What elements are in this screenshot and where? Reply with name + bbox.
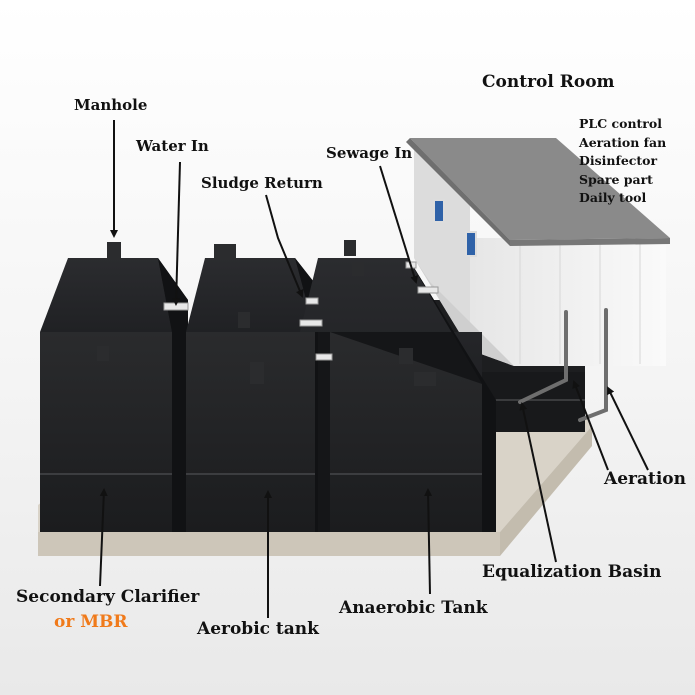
arrow-water-in — [172, 161, 181, 306]
control-room-item: Daily tool — [579, 190, 647, 205]
label-anaerobic-tank: Anaerobic Tank — [339, 598, 488, 618]
arrow-aeration-2 — [607, 386, 649, 471]
arrow-aeration-1 — [572, 380, 609, 471]
manhole-cover — [107, 242, 121, 260]
label-manhole: Manhole — [74, 96, 148, 114]
label-control-room: Control Room — [482, 72, 615, 92]
control-room-item: PLC control — [579, 116, 662, 131]
label-aerobic-tank: Aerobic tank — [197, 619, 319, 639]
control-room-item: Spare part — [579, 171, 653, 187]
label-water-in: Water In — [136, 137, 209, 155]
label-aeration: Aeration — [604, 469, 686, 489]
aeration-pipes — [518, 308, 608, 422]
aerobic-tank-body — [186, 244, 328, 532]
label-or-mbr: or MBR — [54, 612, 128, 632]
arrow-sewage-in — [379, 165, 419, 284]
control-room-window-2 — [465, 231, 477, 257]
control-room-building — [406, 138, 670, 366]
label-secondary-clarifier: Secondary Clarifier — [16, 587, 200, 607]
arrow-equalization-basin — [519, 402, 557, 563]
secondary-clarifier-tank — [40, 242, 188, 532]
arrow-anaerobic-tank — [424, 488, 433, 595]
control-room-item-list: PLC control Aeration fan Disinfector Spa… — [579, 115, 666, 208]
label-sludge-return: Sludge Return — [201, 174, 323, 192]
arrow-sludge-return — [265, 194, 304, 298]
anaerobic-tank-body — [300, 240, 496, 532]
label-equalization-basin: Equalization Basin — [482, 562, 662, 582]
label-sewage-in: Sewage In — [326, 144, 413, 162]
control-room-window-1 — [433, 199, 445, 223]
control-room-item: Disinfector — [579, 153, 658, 168]
annotation-arrows — [99, 120, 649, 618]
control-room-item: Aeration fan — [579, 134, 667, 150]
arrow-secondary-clarifier — [99, 488, 108, 587]
